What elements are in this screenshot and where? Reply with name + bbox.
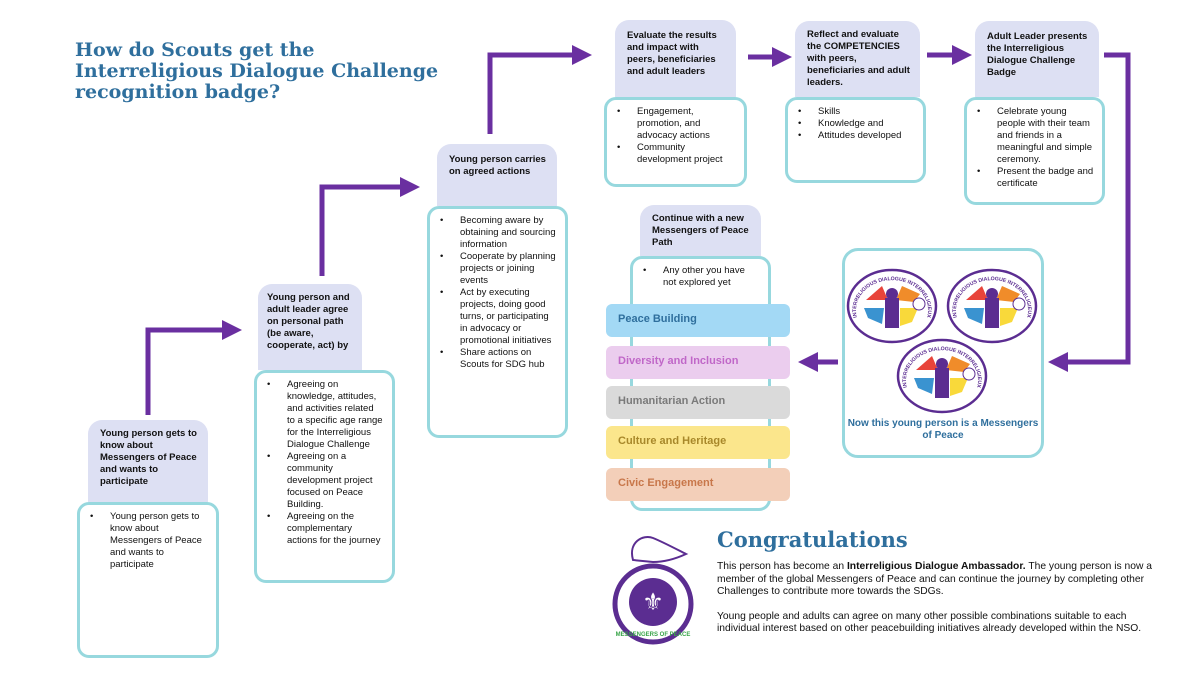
path-diversity-inclusion: Diversity and Inclusion [606,346,790,379]
arrow-step6-to-badges [1048,52,1131,372]
path-culture-heritage: Culture and Heritage [606,426,790,459]
congrats-text-3: Young people and adults can agree on man… [717,610,1142,635]
badges-art: INTERRELIGIOUS DIALOGUE INTERRELIGIEUX I… [846,268,1038,414]
path-humanitarian-action: Humanitarian Action [606,386,790,419]
arrow-step3-to-step4 [487,45,592,134]
step2-body: Agreeing on knowledge, attitudes, and ac… [254,370,395,583]
list-item: Agreeing on knowledge, attitudes, and ac… [265,379,384,451]
list-item: Engagement, promotion, and advocacy acti… [615,106,736,142]
step1-header: Young person gets to know about Messenge… [88,420,208,502]
congratulations-title: Congratulations [717,527,908,552]
list-item: Cooperate by planning projects or joinin… [438,251,557,287]
step2-header: Young person and adult leader agree on p… [258,284,362,370]
logo-text: MESSENGERS OF PEACE [616,632,691,638]
svg-text:⚜: ⚜ [642,589,664,616]
badge-caption: Now this young person is a Messengers of… [847,418,1039,441]
congrats-text-2: The young person is now a member of the … [717,561,1152,597]
step3-body: Becoming aware by obtaining and sourcing… [427,206,568,438]
step1-body: Young person gets to know about Messenge… [77,502,219,658]
list-item: Agreeing on the complementary actions fo… [265,511,384,547]
badge-icon: INTERRELIGIOUS DIALOGUE INTERRELIGIEUX [946,268,1038,344]
list-item: Knowledge and [796,118,915,130]
list-item: Community development project [615,142,736,166]
messengers-of-peace-logo: ⚜ MESSENGERS OF PEACE [612,536,694,645]
path-civic-engagement: Civic Engagement [606,468,790,501]
list-item: Young person gets to know about Messenge… [88,511,208,571]
step6-body: Celebrate young people with their team a… [964,97,1105,205]
arrow-step2-to-step3 [319,177,420,276]
list-item: Attitudes developed [796,130,915,142]
step5-body: Skills Knowledge and Attitudes developed [785,97,926,183]
list-item: Present the badge and certificate [975,166,1094,190]
step6-header: Adult Leader presents the Interreligious… [975,21,1099,97]
list-item: Agreeing on a community development proj… [265,451,384,511]
step5-header: Reflect and evaluate the COMPETENCIES wi… [795,21,920,97]
badge-icon: INTERRELIGIOUS DIALOGUE INTERRELIGIEUX [846,268,938,344]
list-item: Becoming aware by obtaining and sourcing… [438,215,557,251]
list-item: Any other you have not explored yet [641,265,760,289]
list-item: Celebrate young people with their team a… [975,106,1094,166]
step3-header: Young person carries on agreed actions [437,144,557,206]
badge-icon: INTERRELIGIOUS DIALOGUE INTERRELIGIEUX [896,338,988,414]
continue-header: Continue with a new Messengers of Peace … [640,205,761,256]
path-peace-building: Peace Building [606,304,790,337]
arrow-step1-to-step2 [145,320,242,415]
congratulations-text: This person has become an Interreligious… [717,561,1157,648]
page-title: How do Scouts get the Interreligious Dia… [75,39,439,103]
step4-header: Evaluate the results and impact with pee… [615,20,736,97]
congrats-text-1: This person has become an [717,561,847,572]
list-item: Act by executing projects, doing good tu… [438,287,557,347]
list-item: Skills [796,106,915,118]
list-item: Share actions on Scouts for SDG hub [438,347,557,371]
ambassador-title: Interreligious Dialogue Ambassador. [846,561,1026,572]
step4-body: Engagement, promotion, and advocacy acti… [604,97,747,187]
